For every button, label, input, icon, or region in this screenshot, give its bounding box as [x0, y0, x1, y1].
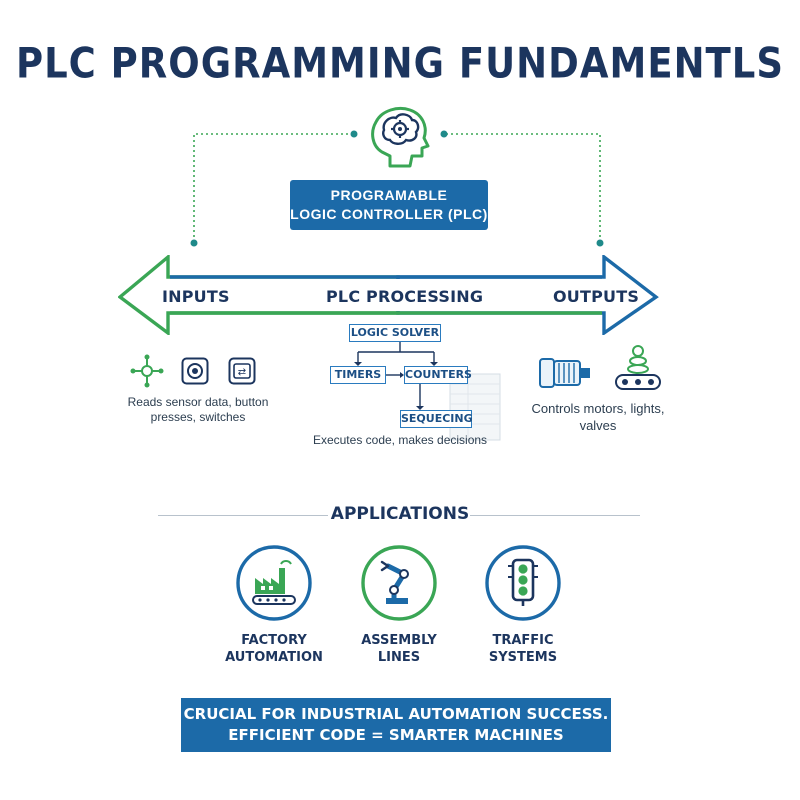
app-label-traffic-line2: SYSTEMS [488, 650, 558, 665]
applications-heading: APPLICATIONS [330, 504, 470, 524]
app-label-assembly-line2: LINES [377, 650, 421, 665]
app-label-assembly: ASSEMBLY LINES [339, 632, 459, 666]
banner-line1: CRUCIAL FOR INDUSTRIAL AUTOMATION SUCCES… [183, 705, 609, 723]
motor-icon [539, 358, 590, 388]
counters-box: COUNTERS [404, 366, 472, 384]
divider-left [158, 515, 328, 516]
traffic-light-icon [485, 545, 561, 621]
app-label-factory: FACTORY AUTOMATION [214, 632, 334, 666]
brain-gear-icon [371, 107, 430, 168]
processing-caption: Executes code, makes decisions [312, 433, 488, 447]
switch-glyph: ⇄ [238, 367, 246, 378]
push-button-icon [181, 357, 209, 385]
factory-icon [236, 545, 312, 621]
processing-label: PLC PROCESSING [326, 287, 484, 306]
plc-box: PROGRAMABLE LOGIC CONTROLLER (PLC) [290, 180, 488, 230]
app-label-assembly-line1: ASSEMBLY [361, 633, 437, 648]
outputs-caption-line1: Controls motors, lights, [531, 401, 665, 416]
outputs-label: OUTPUTS [553, 287, 640, 306]
switch-icon: ⇄ [228, 357, 256, 385]
footer-banner: CRUCIAL FOR INDUSTRIAL AUTOMATION SUCCES… [181, 698, 611, 752]
app-label-factory-line2: AUTOMATION [225, 650, 323, 665]
conveyor-light-icon [615, 345, 661, 390]
outputs-caption-line2: valves [579, 418, 617, 433]
app-label-traffic-line1: TRAFFIC [492, 633, 554, 648]
banner-line2: EFFICIENT CODE = SMARTER MACHINES [228, 726, 564, 744]
logic-solver-box: LOGIC SOLVER [349, 324, 441, 342]
inputs-caption-line1: Reads sensor data, button [127, 395, 269, 409]
sequencing-box: SEQUECING [400, 410, 473, 428]
inputs-caption-line2: presses, switches [150, 410, 246, 424]
page-title: PLC PROGRAMMING FUNDAMENTLS [15, 39, 785, 88]
plc-box-line2: LOGIC CONTROLLER (PLC) [290, 206, 488, 222]
inputs-caption: Reads sensor data, button presses, switc… [118, 395, 278, 425]
timers-box: TIMERS [330, 366, 386, 384]
network-sensor-icon [130, 354, 164, 388]
divider-right [470, 515, 640, 516]
app-label-factory-line1: FACTORY [241, 633, 307, 648]
app-label-traffic: TRAFFIC SYSTEMS [463, 632, 583, 666]
plc-box-line1: PROGRAMABLE [330, 187, 448, 203]
io-double-arrow [118, 255, 659, 335]
connector-lines [190, 130, 604, 247]
processing-flow-connectors [354, 342, 501, 441]
outputs-caption: Controls motors, lights, valves [518, 400, 678, 434]
robot-arm-icon [361, 545, 437, 621]
inputs-label: INPUTS [162, 287, 230, 306]
